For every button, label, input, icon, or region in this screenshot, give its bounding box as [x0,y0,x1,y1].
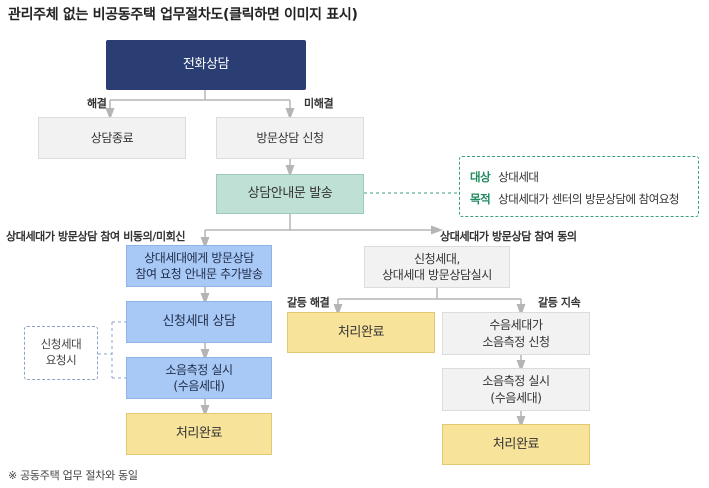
edge-label-not-agree: 상대세대가 방문상담 참여 비동의/미회신 [6,230,186,243]
node-noise-measure-right[interactable]: 소음측정 실시 (수음세대) [442,368,590,411]
footnote: ※ 공동주택 업무 절차와 동일 [8,469,138,482]
node-send-notice[interactable]: 상담안내문 발송 [216,174,364,214]
edge-label-conflict-continues: 갈등 지속 [538,296,581,309]
node-done-left[interactable]: 처리완료 [126,413,272,455]
edge-label-conflict-resolved: 갈등 해결 [287,296,330,309]
node-done-middle[interactable]: 처리완료 [287,312,435,353]
edge-label-unresolved: 미해결 [304,97,334,110]
node-done-right[interactable]: 처리완료 [442,424,590,465]
node-applicant-consult[interactable]: 신청세대 상담 [126,301,272,343]
node-phone-consult[interactable]: 전화상담 [106,40,306,90]
page-title[interactable]: 관리주체 없는 비공동주택 업무절차도(클릭하면 이미지 표시) [8,7,358,23]
info-purpose-key: 목적 [470,192,491,206]
node-applicant-request[interactable]: 신청세대 요청시 [24,326,98,380]
info-purpose-value: 상대세대가 센터의 방문상담에 참여요청 [498,192,679,206]
edge-label-agree: 상대세대가 방문상담 참여 동의 [440,230,577,243]
info-box: 대상 상대세대 목적 상대세대가 센터의 방문상담에 참여요청 [459,156,699,217]
info-target-value: 상대세대 [498,170,539,184]
node-visit-both[interactable]: 신청세대, 상대세대 방문상담실시 [364,246,510,288]
node-visit-request[interactable]: 방문상담 신청 [216,117,364,159]
info-target-key: 대상 [470,170,491,184]
node-receiver-request[interactable]: 수음세대가 소음측정 신청 [442,312,590,355]
node-re-notice[interactable]: 상대세대에게 방문상담 참여 요청 안내문 추가발송 [126,245,272,287]
node-noise-measure-left[interactable]: 소음측정 실시 (수음세대) [126,357,272,399]
node-consult-end[interactable]: 상담종료 [38,117,186,159]
edge-label-resolved: 해결 [87,97,107,110]
